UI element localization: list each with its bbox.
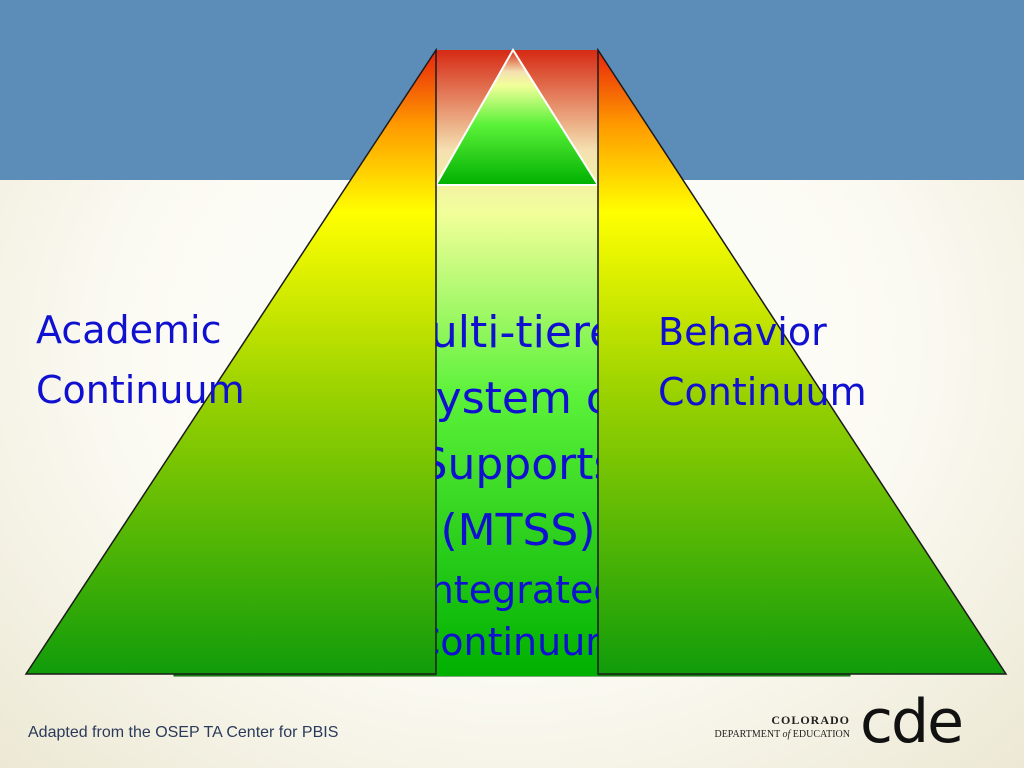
center-pyramid-outline <box>434 48 600 186</box>
mtss-label-line4: (MTSS) <box>440 505 596 556</box>
cde-logo-text: COLORADO DEPARTMENT of EDUCATION <box>690 712 850 742</box>
behavior-triangle <box>597 47 1008 675</box>
academic-label-line2: Continuum <box>36 368 245 412</box>
credit-text: Adapted from the OSEP TA Center for PBIS <box>28 724 339 741</box>
mtss-label-line3: Supports <box>436 439 598 490</box>
behavior-label-line2: Continuum <box>658 370 867 414</box>
logo-dept-word: DEPARTMENT <box>714 729 783 740</box>
logo-of-word: of <box>782 729 791 740</box>
logo-line-department: DEPARTMENT of EDUCATION <box>690 728 850 742</box>
mtss-label-line1: Multi-tiered <box>436 307 598 358</box>
behavior-label-line1: Behavior <box>658 310 827 354</box>
integrated-label-line1: Integrated <box>436 568 598 612</box>
logo-education-word: EDUCATION <box>790 729 850 740</box>
academic-continuum-label: Academic Continuum <box>36 300 245 420</box>
logo-line-colorado: COLORADO <box>771 713 850 727</box>
academic-label-line1: Academic <box>36 308 222 352</box>
mtss-label: Multi-tiered System of Supports (MTSS) I… <box>436 300 598 680</box>
integrated-label-line2: Continuum <box>436 620 598 664</box>
cde-logo-icon: cde <box>860 687 964 757</box>
academic-triangle <box>24 47 437 675</box>
behavior-continuum-label: Behavior Continuum <box>658 302 867 422</box>
mtss-label-line2: System of <box>436 373 598 424</box>
